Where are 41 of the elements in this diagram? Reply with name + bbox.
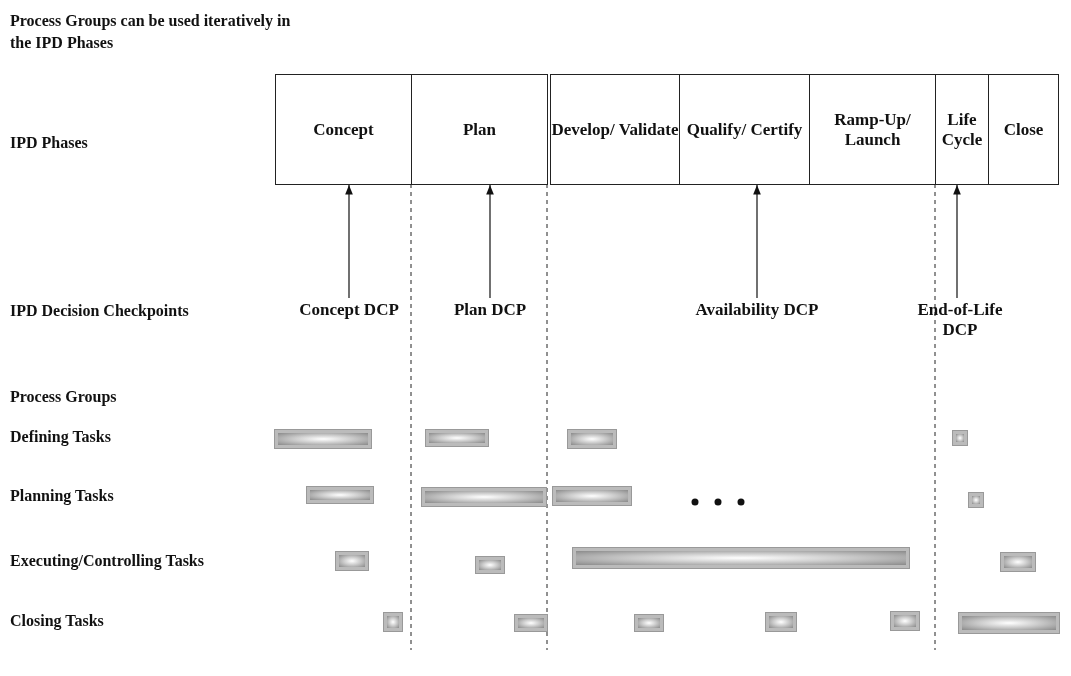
arrow [753,184,761,299]
checkpoint-label: Concept DCP [299,300,399,320]
task-bar [958,612,1060,634]
row-label: Executing/Controlling Tasks [10,552,204,570]
row-label: Planning Tasks [10,487,114,505]
phase-box: Life Cycle [935,74,989,185]
task-bar [765,612,797,632]
task-bar [475,556,505,574]
task-bar [425,429,489,447]
title: Process Groups can be used iteratively in the IPD Phases [10,11,292,53]
phase-box: Concept [275,74,412,185]
phase-box: Develop/ Validate [550,74,680,185]
phase-box: Qualify/ Certify [679,74,810,185]
row-label: IPD Phases [10,134,88,152]
task-bar [514,614,548,632]
task-bar [890,611,920,631]
task-bar [274,429,372,449]
task-bar [634,614,664,632]
checkpoint-label: Plan DCP [440,300,540,320]
checkpoint-label: End-of-Life DCP [900,300,1020,340]
phase-box: Ramp-Up/ Launch [809,74,936,185]
arrow [345,184,353,299]
arrow [953,184,961,299]
row-label: Closing Tasks [10,612,104,630]
phase-box: Plan [411,74,548,185]
checkpoint-label: Availability DCP [692,300,822,320]
phase-box: Close [988,74,1059,185]
task-bar [552,486,632,506]
row-label: IPD Decision Checkpoints [10,302,189,320]
task-bar [572,547,910,569]
task-bar [383,612,403,632]
task-bar [1000,552,1036,572]
arrow [486,184,494,299]
task-bar [567,429,617,449]
task-bar [968,492,984,508]
task-bar [952,430,968,446]
row-label: Defining Tasks [10,428,111,446]
row-label: Process Groups [10,388,117,406]
task-bar [306,486,374,504]
task-bar [335,551,369,571]
task-bar [421,487,547,507]
